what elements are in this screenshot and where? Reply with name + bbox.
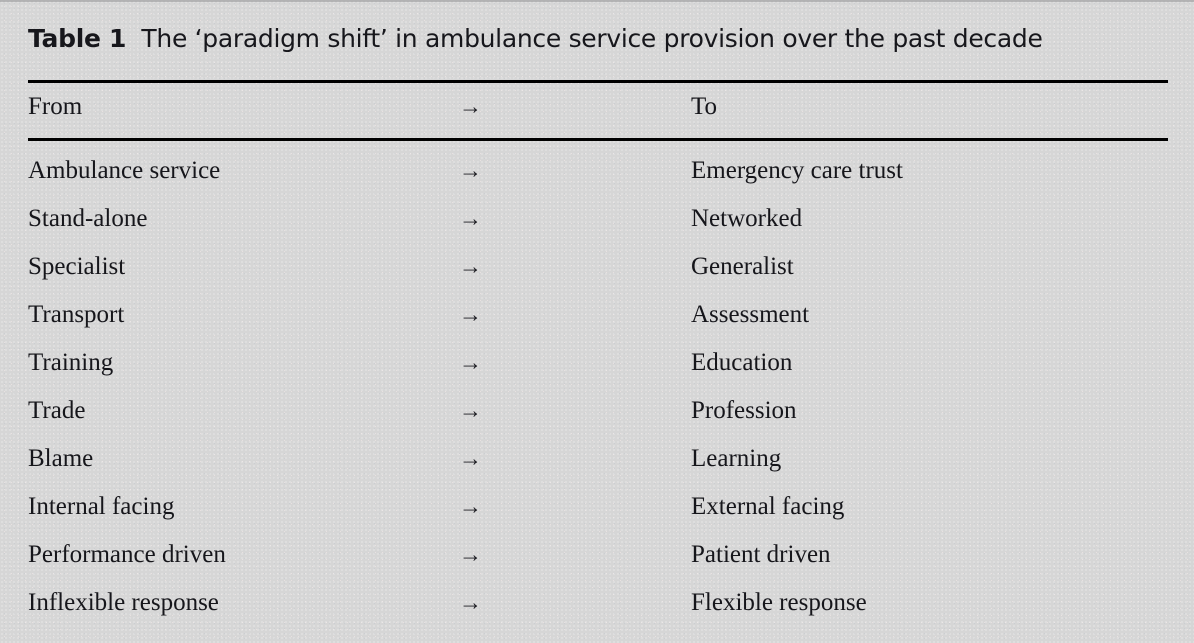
row-to-value: Education [691, 349, 793, 376]
row-to-value: Assessment [691, 301, 810, 328]
table-header-row: From → To [0, 92, 1194, 140]
table-row: Training → Education [0, 348, 1194, 396]
table-caption: Table 1 The ‘paradigm shift’ in ambulanc… [28, 24, 1148, 54]
row-to-value: External facing [691, 493, 845, 520]
table-rule-top [28, 80, 1168, 83]
row-to-value: Profession [691, 397, 797, 424]
row-from-value: Ambulance service [28, 157, 221, 184]
table-caption-text: The ‘paradigm shift’ in ambulance servic… [141, 24, 1043, 53]
row-from-value: Training [28, 349, 114, 376]
row-to-value: Networked [691, 205, 803, 232]
right-arrow-icon: → [459, 350, 482, 375]
row-to-value: Flexible response [691, 589, 867, 616]
right-arrow-icon: → [459, 494, 482, 519]
row-from-value: Specialist [28, 253, 126, 280]
right-arrow-icon: → [459, 542, 482, 567]
table-row: Specialist → Generalist [0, 252, 1194, 300]
row-from-value: Performance driven [28, 541, 226, 568]
column-header-arrow-icon: → [459, 94, 482, 119]
row-from-value: Blame [28, 445, 94, 472]
right-arrow-icon: → [459, 158, 482, 183]
row-from-value: Stand-alone [28, 205, 148, 232]
row-from-value: Trade [28, 397, 86, 424]
table-row: Internal facing → External facing [0, 492, 1194, 540]
table-caption-label: Table 1 [28, 24, 127, 53]
row-from-value: Internal facing [28, 493, 175, 520]
right-arrow-icon: → [459, 446, 482, 471]
row-from-value: Inflexible response [28, 589, 219, 616]
table-row: Inflexible response → Flexible response [0, 588, 1194, 636]
row-to-value: Emergency care trust [691, 157, 903, 184]
row-to-value: Learning [691, 445, 782, 472]
table-row: Performance driven → Patient driven [0, 540, 1194, 588]
row-to-value: Patient driven [691, 541, 831, 568]
table-row: Blame → Learning [0, 444, 1194, 492]
column-header-from: From [28, 93, 83, 120]
row-from-value: Transport [28, 301, 125, 328]
right-arrow-icon: → [459, 254, 482, 279]
table-row: Stand-alone → Networked [0, 204, 1194, 252]
right-arrow-icon: → [459, 206, 482, 231]
table-rule-header [28, 138, 1168, 141]
table-row: Trade → Profession [0, 396, 1194, 444]
table-row: Transport → Assessment [0, 300, 1194, 348]
right-arrow-icon: → [459, 590, 482, 615]
row-to-value: Generalist [691, 253, 794, 280]
column-header-to: To [691, 93, 718, 120]
right-arrow-icon: → [459, 398, 482, 423]
right-arrow-icon: → [459, 302, 482, 327]
table-row: Ambulance service → Emergency care trust [0, 156, 1194, 204]
